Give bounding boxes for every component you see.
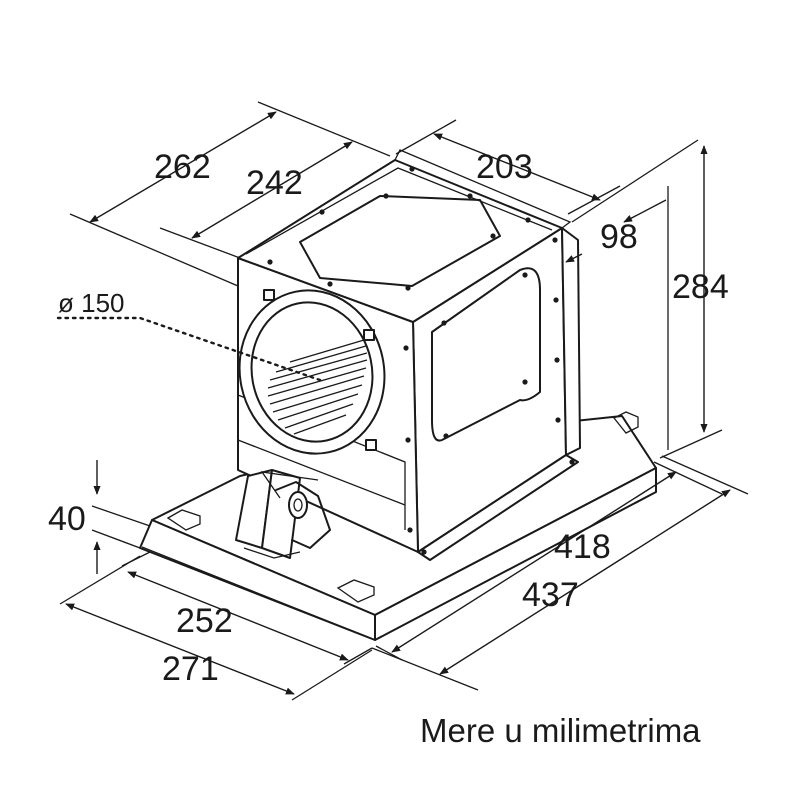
dimension-242: 242 [159,141,353,259]
dimension-40: 40 [48,460,151,574]
label-271: 271 [162,650,219,688]
label-262: 262 [154,148,211,186]
fan-grille [267,339,368,435]
label-98: 98 [600,218,638,256]
dimension-437: 437 [371,455,749,691]
label-diameter: ø 150 [58,288,125,318]
dimension-98: 98 [565,199,667,263]
dimension-271: 271 [59,555,373,701]
dimension-284: 284 [571,139,729,459]
label-284: 284 [672,268,729,306]
label-40: 40 [48,500,86,538]
caption-units: Mere u milimetrima [420,712,701,749]
dimension-203: 203 [395,119,621,215]
outlet-ring [238,289,386,455]
dimension-diameter: ø 150 [56,288,322,382]
label-203: 203 [476,148,533,186]
label-437: 437 [522,576,579,614]
label-242: 242 [246,164,303,202]
label-252: 252 [176,602,233,640]
lamp-bracket [235,469,331,559]
label-418: 418 [554,528,611,566]
